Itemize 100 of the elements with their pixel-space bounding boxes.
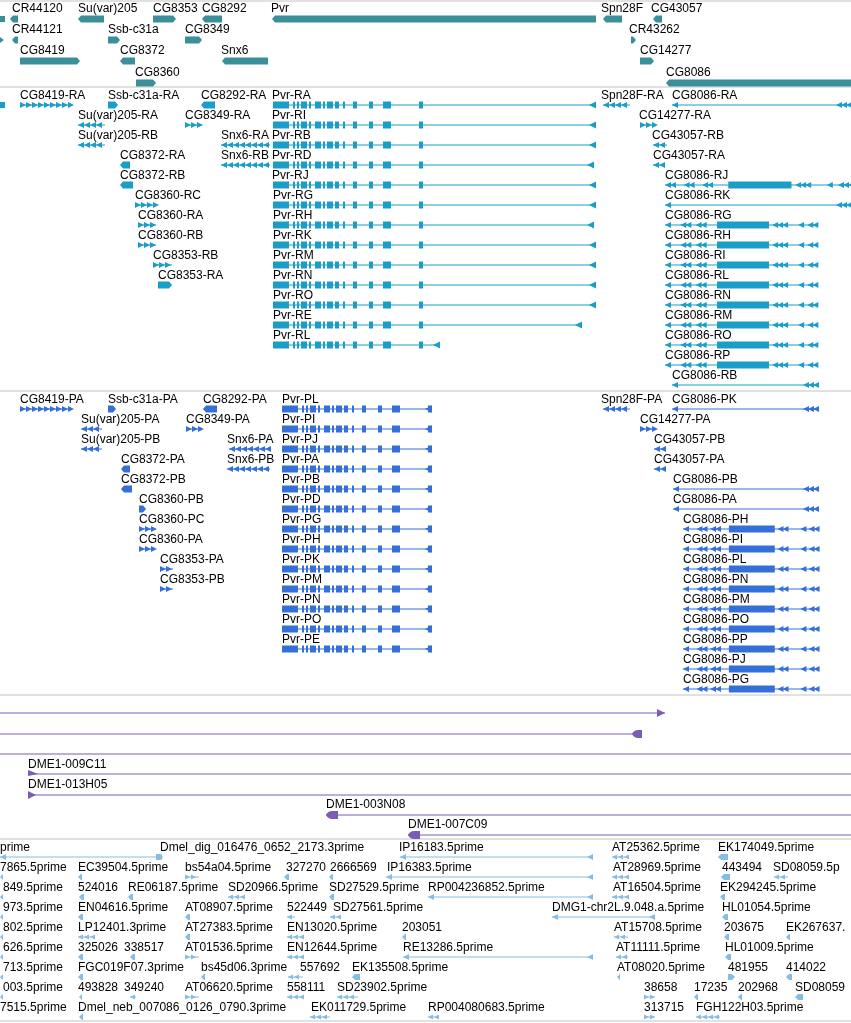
- feature-label: Pvr-RI: [272, 108, 306, 122]
- feature-label: 003.5prime: [3, 980, 64, 994]
- feature-label: Snx6: [221, 43, 249, 57]
- feature-label: bs54a04.5prime: [185, 860, 272, 874]
- feature-label: CG8419: [20, 43, 65, 57]
- feature-label: Pvr-PO: [282, 612, 322, 626]
- feature-label: CG8086-RG: [665, 208, 732, 222]
- feature-label: Pvr-PD: [282, 492, 321, 506]
- feature-label: 481955: [728, 960, 769, 974]
- feature-label: CG8086-RM: [665, 308, 733, 322]
- feature-label: Su(var)205-RB: [78, 128, 159, 142]
- feature-label: Pvr-PE: [282, 632, 320, 646]
- feature-label: CG8419-PA: [20, 392, 84, 406]
- feature-label: 443494: [722, 860, 763, 874]
- feature-label: EK011729.5prime: [311, 1000, 407, 1014]
- feature-label: Pvr-PM: [282, 572, 322, 586]
- feature-label: CG8360-RA: [138, 208, 204, 222]
- feature-label: CG8086: [666, 65, 711, 79]
- feature-label: DME1-007C09: [408, 817, 488, 831]
- feature-label: CG43057-RB: [652, 128, 725, 142]
- feature-label: SD08059: [795, 980, 846, 994]
- feature-label: 7515.5prime: [0, 1000, 67, 1014]
- feature-label: CG8353-PA: [160, 552, 224, 566]
- feature-label: CG8372-PB: [121, 472, 186, 486]
- feature-label: 626.5prime: [3, 940, 64, 954]
- feature-label: CG8419-RA: [20, 88, 86, 102]
- feature-label: EN04616.5prime: [78, 900, 169, 914]
- feature-label: 17235: [694, 980, 728, 994]
- feature-label: CG43057: [651, 1, 703, 15]
- feature-label: CG8086-PL: [683, 552, 747, 566]
- feature-label: 7865.5prime: [0, 860, 67, 874]
- feature-label: DME1-009C11: [28, 757, 107, 771]
- feature-label: CG8086-PA: [673, 492, 737, 506]
- feature-label: Pvr-PI: [282, 412, 316, 426]
- feature-label: Pvr: [271, 1, 289, 15]
- feature-label: 325026: [78, 940, 119, 954]
- feature-label: CG43057-PB: [654, 432, 726, 446]
- feature-label: 713.5prime: [3, 960, 64, 974]
- feature-label: Pvr-RL: [273, 328, 311, 342]
- feature-label: CG8349-PA: [186, 412, 250, 426]
- feature-label: CG14277: [640, 43, 692, 57]
- feature-label: 349240: [124, 980, 165, 994]
- feature-label: CG8360-PB: [139, 492, 204, 506]
- feature-label: SD27529.5prime: [329, 880, 420, 894]
- feature-label: IP16383.5prime: [387, 860, 472, 874]
- feature-label: CG8086-RJ: [665, 168, 729, 182]
- feature-label: Dmel_dig_016476_0652_2173.3prime: [160, 840, 365, 854]
- feature-label: Pvr-RN: [273, 268, 313, 282]
- feature-label: Pvr-RG: [273, 188, 313, 202]
- feature-label: AT01536.5prime: [185, 940, 273, 954]
- feature-label: DMG1-chr2L.9.048.a.5prime: [552, 900, 705, 914]
- feature-label: FGH122H03.5prime: [696, 1000, 804, 1014]
- feature-label: 202968: [738, 980, 779, 994]
- feature-label: CG8086-RO: [665, 328, 732, 342]
- feature-label: Pvr-RB: [272, 128, 311, 142]
- feature-label: 522449: [287, 900, 328, 914]
- feature-label: EN13020.5prime: [287, 920, 378, 934]
- feature-label: AT15708.5prime: [614, 920, 702, 934]
- feature-label: DME1-013H05: [28, 777, 108, 791]
- feature-label: CR43262: [629, 22, 680, 36]
- feature-label: Pvr-PH: [282, 532, 321, 546]
- feature-label: 2666569: [330, 860, 377, 874]
- feature-label: Pvr-PL: [282, 392, 319, 406]
- feature-label: CG8086-PH: [683, 512, 749, 526]
- feature-label: CG8353: [153, 1, 198, 15]
- feature-label: prime: [0, 840, 30, 854]
- feature-label: 203675: [724, 920, 765, 934]
- feature-label: CG8086-RH: [665, 228, 732, 242]
- feature-label: HL01054.5prime: [722, 900, 811, 914]
- feature-label: CG8086-RK: [665, 188, 731, 202]
- feature-label: Pvr-PG: [282, 512, 322, 526]
- feature-label: AT25362.5prime: [612, 840, 700, 854]
- feature-label: Pvr-RJ: [272, 168, 309, 182]
- feature-label: 38658: [644, 980, 678, 994]
- feature-label: CG8353-RA: [158, 268, 224, 282]
- feature-label: Su(var)205-PA: [81, 412, 160, 426]
- feature-label: CG8086-PM: [683, 592, 750, 606]
- feature-label: 973.5prime: [3, 900, 64, 914]
- feature-label: 557692: [300, 960, 341, 974]
- feature-label: CG43057-RA: [653, 148, 726, 162]
- feature-label: CG8372: [120, 43, 165, 57]
- feature-label: AT08907.5prime: [185, 900, 273, 914]
- feature-label: CG8086-PN: [683, 572, 749, 586]
- feature-label: CG8360-RB: [138, 228, 204, 242]
- feature-label: RP004236852.5prime: [428, 880, 545, 894]
- feature-label: 338517: [124, 940, 165, 954]
- feature-label: Spn28F-PA: [601, 392, 663, 406]
- feature-label: Pvr-RA: [272, 88, 311, 102]
- feature-label: LP12401.3prime: [78, 920, 167, 934]
- feature-label: CG8086-PI: [683, 532, 744, 546]
- feature-label: Su(var)205-RA: [78, 108, 159, 122]
- feature-label: AT16504.5prime: [613, 880, 701, 894]
- feature-label: EK174049.5prime: [718, 840, 815, 854]
- feature-label: AT28969.5prime: [613, 860, 701, 874]
- feature-label: 849.5prime: [3, 880, 64, 894]
- feature-label: EK267637.: [786, 920, 846, 934]
- feature-label: Pvr-PB: [282, 472, 320, 486]
- feature-label: SD27561.5prime: [333, 900, 424, 914]
- feature-label: AT06620.5prime: [185, 980, 273, 994]
- feature-label: CG8360-RC: [135, 188, 202, 202]
